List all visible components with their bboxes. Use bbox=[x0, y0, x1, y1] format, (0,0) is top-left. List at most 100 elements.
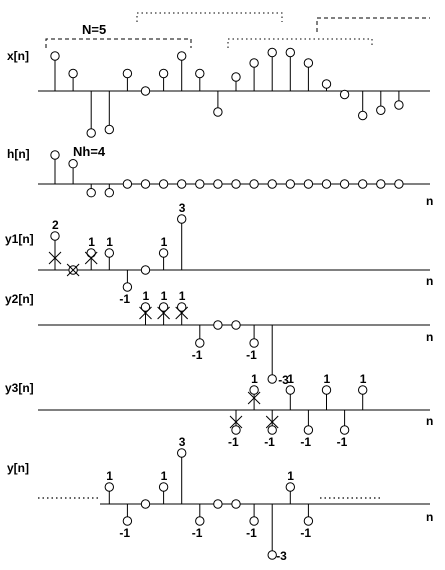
y1-sample-marker bbox=[122, 282, 133, 292]
h-sample-marker bbox=[213, 179, 223, 189]
y3-value-label: -1 bbox=[337, 435, 348, 449]
h-sample-marker bbox=[376, 179, 386, 189]
h-sample-marker bbox=[195, 179, 205, 189]
x-sample-marker bbox=[394, 100, 404, 110]
h-sample-marker bbox=[50, 150, 60, 160]
n-label-y: n bbox=[426, 510, 433, 524]
label-x: x[n] bbox=[7, 49, 29, 63]
y-value-label: 3 bbox=[179, 435, 186, 449]
block-bracket-4 bbox=[316, 17, 430, 32]
x-sample-marker bbox=[231, 72, 241, 82]
y2-value-label: 1 bbox=[143, 289, 150, 303]
y-value-label: -1 bbox=[192, 526, 203, 540]
y1-overlap-cross bbox=[84, 251, 98, 265]
h-sample-marker bbox=[140, 179, 151, 189]
h-sample-marker bbox=[68, 159, 78, 169]
y3-value-label: 1 bbox=[251, 372, 258, 386]
x-sample-marker bbox=[285, 47, 295, 58]
y2-sample-marker bbox=[231, 320, 241, 330]
y2-sample-marker bbox=[158, 302, 169, 312]
h-sample-marker bbox=[249, 179, 259, 189]
h-sample-marker bbox=[158, 179, 169, 189]
y3-value-label: 1 bbox=[360, 372, 367, 386]
h-sample-marker bbox=[177, 179, 187, 189]
block-bracket-2 bbox=[136, 12, 283, 22]
y2-overlap-cross bbox=[139, 306, 152, 320]
h-sample-marker bbox=[285, 179, 295, 189]
h-sample-marker bbox=[231, 179, 241, 189]
y3-sample-marker bbox=[249, 385, 259, 395]
x-sample-marker bbox=[68, 68, 78, 79]
n-label-y2: n bbox=[426, 330, 433, 344]
x-sample-marker bbox=[122, 68, 133, 79]
h-sample-marker bbox=[267, 179, 277, 189]
label-y2: y2[n] bbox=[5, 292, 34, 306]
y3-sample-marker bbox=[358, 385, 368, 395]
x-sample-marker bbox=[321, 79, 332, 89]
x-sample-marker bbox=[267, 47, 277, 58]
h-sample-marker bbox=[122, 179, 133, 189]
y-value-label: -1 bbox=[300, 526, 311, 540]
y1-sample-marker bbox=[86, 248, 96, 258]
y-sample-marker bbox=[177, 448, 187, 458]
y3-sample-marker bbox=[303, 425, 314, 435]
n-label-y1: n bbox=[426, 274, 433, 288]
y1-sample-marker bbox=[140, 265, 151, 275]
y1-value-label: 1 bbox=[106, 235, 113, 249]
y-sample-marker bbox=[231, 499, 241, 509]
y-sample-marker bbox=[140, 499, 151, 509]
label-y3: y3[n] bbox=[5, 381, 34, 395]
block-bracket-3 bbox=[227, 38, 373, 48]
y3-overlap-cross bbox=[247, 391, 261, 405]
h-sample-marker bbox=[86, 188, 96, 198]
y2-sample-marker bbox=[195, 338, 205, 348]
x-sample-marker bbox=[195, 68, 205, 79]
y-sample-marker bbox=[303, 516, 314, 526]
y2-value-label: 1 bbox=[179, 289, 186, 303]
y1-sample-marker bbox=[50, 231, 60, 241]
y-value-label: -3 bbox=[276, 549, 287, 563]
y2-sample-marker bbox=[140, 302, 151, 312]
y1-sample-marker bbox=[177, 214, 187, 224]
h-sample-marker bbox=[339, 179, 350, 189]
x-sample-marker bbox=[376, 105, 386, 115]
y3-value-label: 1 bbox=[287, 372, 294, 386]
y1-value-label: 1 bbox=[161, 235, 168, 249]
y2-sample-marker bbox=[177, 302, 187, 312]
y1-value-label: 3 bbox=[179, 201, 186, 215]
y-value-label: 1 bbox=[161, 469, 168, 483]
y2-overlap-cross bbox=[175, 306, 189, 320]
y2-value-label: -1 bbox=[192, 348, 203, 362]
y3-sample-marker bbox=[267, 425, 277, 435]
h-sample-marker bbox=[104, 188, 115, 198]
y1-value-label: -1 bbox=[119, 292, 130, 306]
n-label-h: n bbox=[426, 194, 433, 208]
y-value-label: 1 bbox=[287, 469, 294, 483]
y1-overlap-cross bbox=[48, 251, 62, 265]
y-value-label: 1 bbox=[106, 469, 113, 483]
y-value-label: -1 bbox=[246, 526, 257, 540]
label-y: y[n] bbox=[7, 461, 29, 475]
y3-overlap-cross bbox=[265, 415, 279, 429]
y-sample-marker bbox=[213, 499, 223, 509]
h-sample-marker bbox=[394, 179, 404, 189]
y3-sample-marker bbox=[231, 425, 241, 435]
x-sample-marker bbox=[339, 89, 350, 100]
y3-overlap-cross bbox=[229, 415, 243, 429]
y3-value-label: -1 bbox=[264, 435, 275, 449]
y-sample-marker bbox=[104, 482, 115, 492]
x-sample-marker bbox=[140, 86, 151, 96]
x-sample-marker bbox=[249, 58, 259, 68]
y-sample-marker bbox=[158, 482, 169, 492]
label-h: h[n] bbox=[7, 147, 30, 161]
y3-sample-marker bbox=[339, 425, 350, 435]
filter-length-label: Nh=4 bbox=[73, 144, 106, 159]
y3-sample-marker bbox=[321, 385, 332, 395]
x-sample-marker bbox=[104, 124, 115, 135]
n-label-y3: n bbox=[426, 414, 433, 428]
y-sample-marker bbox=[122, 516, 133, 526]
h-sample-marker bbox=[321, 179, 332, 189]
y-sample-marker bbox=[195, 516, 205, 526]
